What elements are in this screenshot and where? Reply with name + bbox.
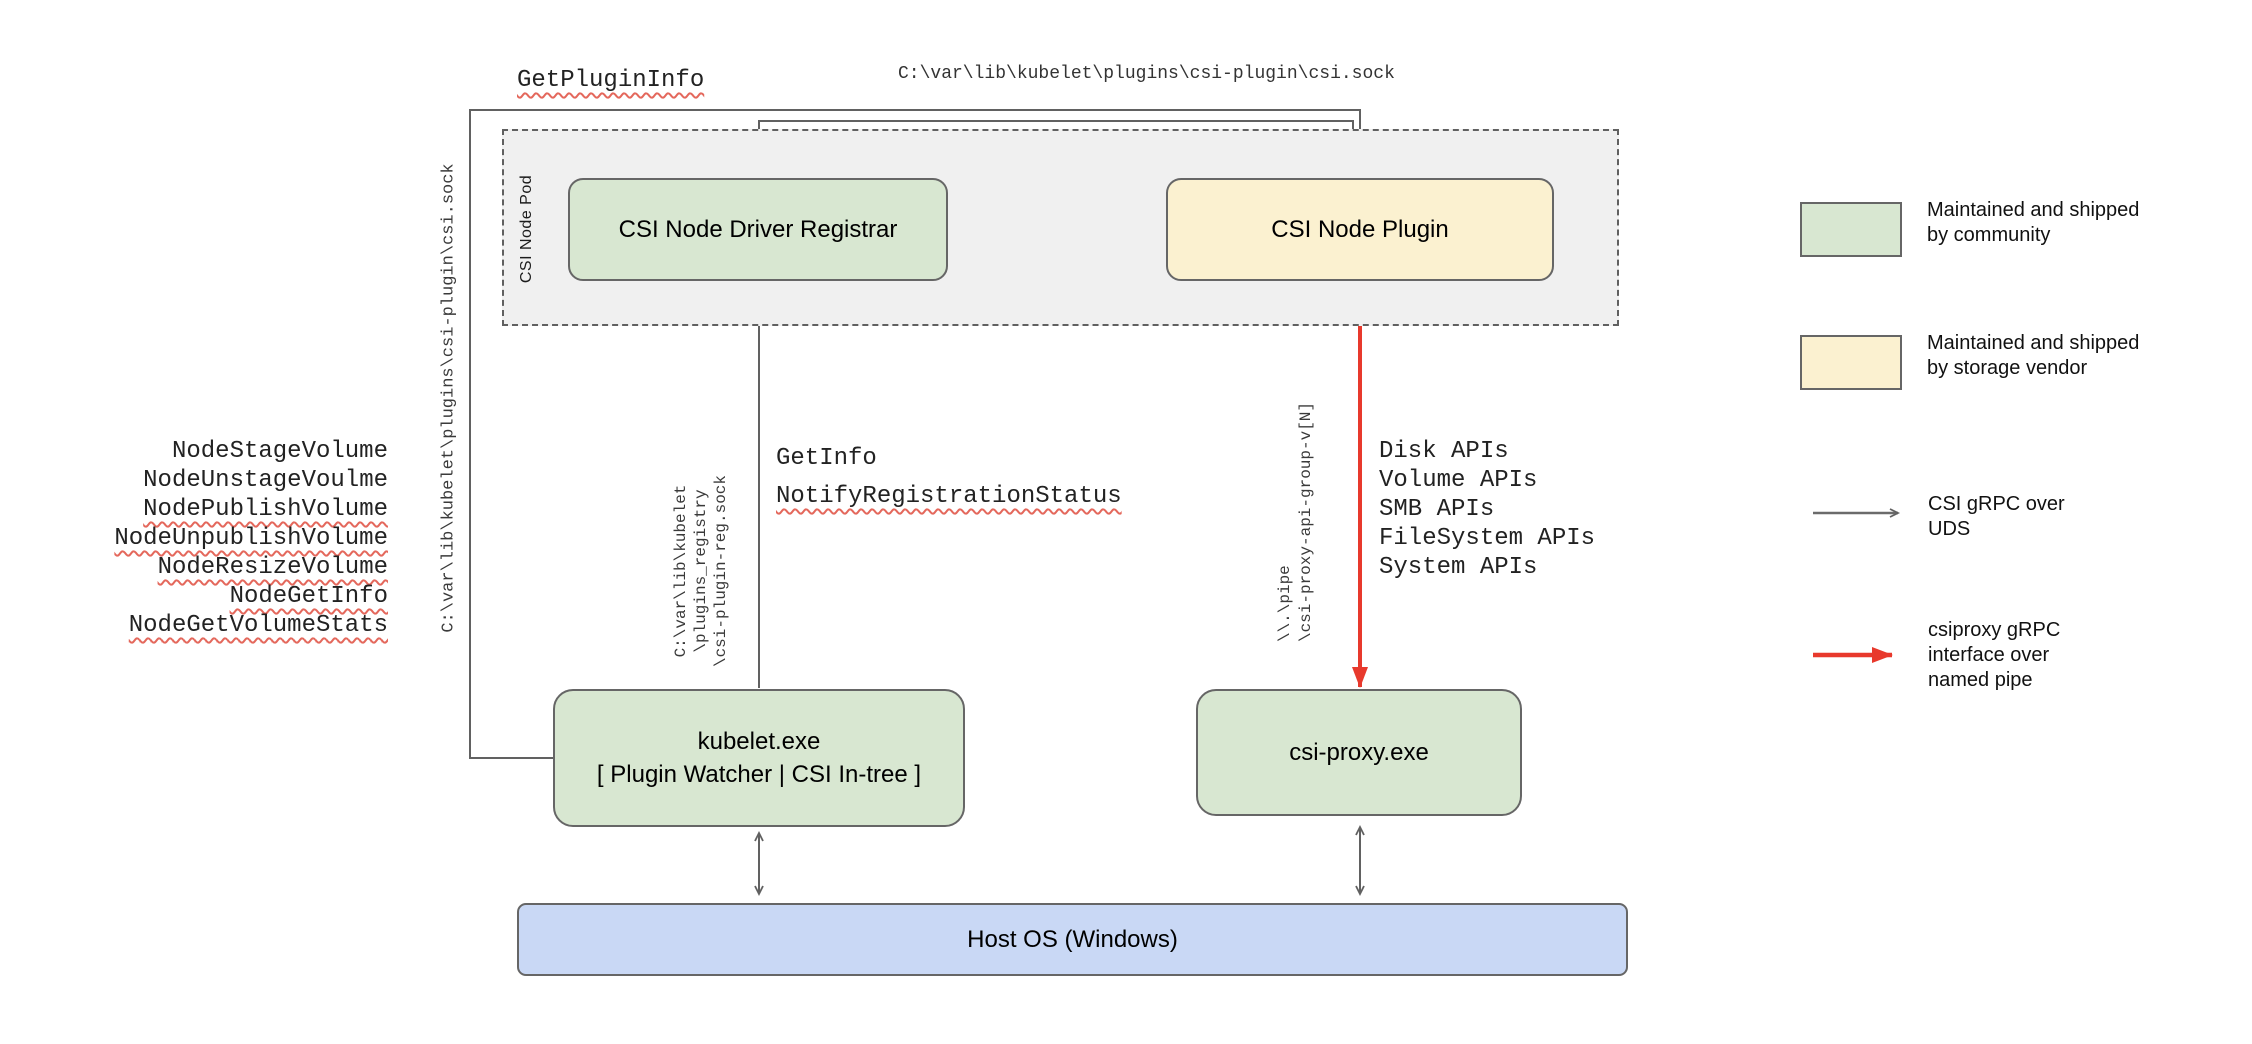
registration-rpc-list: GetInfo NotifyRegistrationStatus [776,440,1122,516]
csi-node-driver-registrar-box: CSI Node Driver Registrar [568,178,948,281]
node-rpc-item: NodeUnpublishVolume [114,525,388,552]
proxy-api-item: FileSystem APIs [1379,525,1596,552]
get-plugin-info-label: GetPluginInfo [517,67,705,94]
get-info-label: GetInfo [776,445,877,472]
node-rpc-item: NodePublishVolume [143,496,388,523]
kubelet-label: kubelet.exe [ Plugin Watcher | CSI In-tr… [596,728,922,788]
csi-sock-path-label-top: C:\var\lib\kubelet\plugins\csi-plugin\cs… [898,64,1395,84]
legend-community-swatch [1800,202,1902,257]
legend-community-label: Maintained and shipped by community [1927,199,2140,246]
legend-named-pipe-label: csiproxy gRPC interface over named pipe [1928,619,2061,691]
host-os-label: Host OS (Windows) [967,926,1178,953]
csi-proxy-label: csi-proxy.exe [1289,739,1429,766]
node-rpc-item: NodeStageVolume [171,438,388,465]
csi-proxy-box: csi-proxy.exe [1196,689,1522,816]
proxy-api-item: Disk APIs [1379,438,1509,465]
node-rpc-item: NodeGetVolumeStats [128,612,388,639]
legend-vendor-swatch [1800,335,1902,390]
node-rpc-item: NodeUnstageVoulme [143,467,388,494]
csi-node-plugin-box: CSI Node Plugin [1166,178,1554,281]
registration-sock-path-label: C:\var\lib\kubelet \plugins_registry \cs… [672,474,730,668]
csi-sock-path-label-left: C:\var\lib\kubelet\plugins\csi-plugin\cs… [439,163,459,633]
proxy-api-item: System APIs [1379,554,1538,581]
kubelet-box: kubelet.exe [ Plugin Watcher | CSI In-tr… [553,689,965,827]
csi-node-driver-registrar-label: CSI Node Driver Registrar [618,216,898,243]
node-rpc-list: NodeStageVolume NodeUnstageVoulme NodePu… [98,437,388,640]
node-rpc-item: NodeResizeVolume [157,554,388,581]
legend-uds-label: CSI gRPC over UDS [1928,493,2065,540]
legend-vendor-label: Maintained and shipped by storage vendor [1927,332,2140,379]
host-os-box: Host OS (Windows) [517,903,1628,976]
csi-node-pod-label: CSI Node Pod [518,174,535,284]
proxy-api-item: Volume APIs [1379,467,1538,494]
notify-registration-status-label: NotifyRegistrationStatus [776,483,1122,510]
proxy-api-item: SMB APIs [1379,496,1495,523]
node-rpc-item: NodeGetInfo [229,583,388,610]
csi-proxy-api-list: Disk APIs Volume APIs SMB APIs FileSyste… [1379,437,1595,582]
csi-node-plugin-label: CSI Node Plugin [1271,216,1449,243]
named-pipe-path-label: \\.\pipe \csi-proxy-api-group-v[N] [1276,401,1315,643]
